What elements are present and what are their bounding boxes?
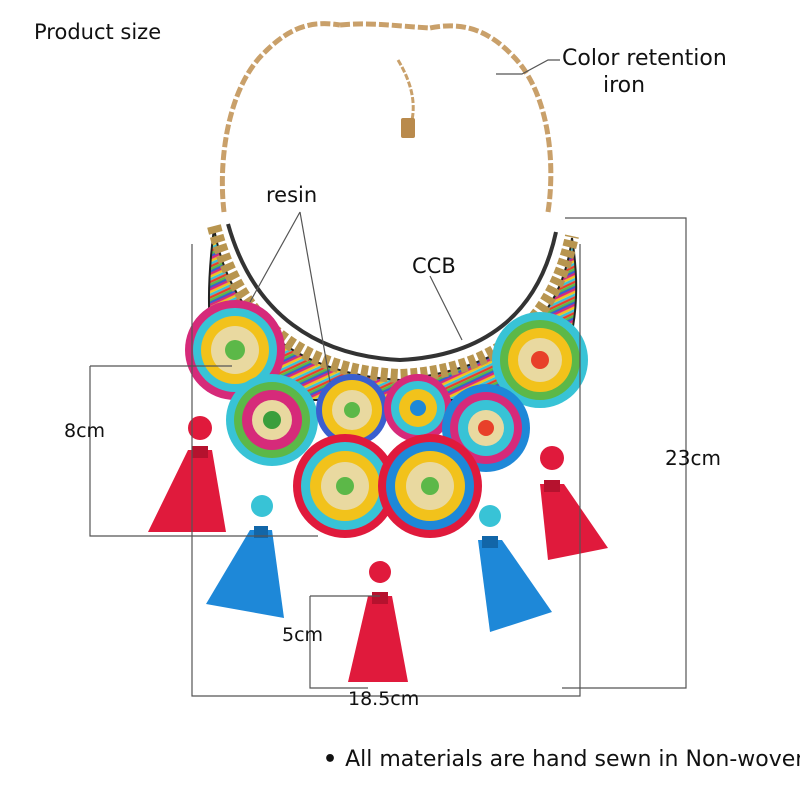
- tassel-blue-left: [206, 495, 284, 618]
- tassel-blue-right: [478, 505, 552, 632]
- tassel-red-center: [348, 561, 408, 682]
- medallion-center-right: [384, 374, 452, 442]
- medallion-top-right: [492, 312, 588, 408]
- materials-note: • All materials are hand sewn in Non-wove…: [323, 747, 800, 772]
- materials-note-text: All materials are hand sewn in Non-woven: [345, 747, 800, 772]
- medallion-top-left: [185, 300, 285, 400]
- metal-collar: [207, 224, 579, 384]
- chain-tag: [401, 118, 415, 138]
- label-color-retention-iron: iron: [603, 73, 646, 98]
- dimension-8cm: 8cm: [64, 420, 106, 442]
- chain: [219, 21, 554, 213]
- tassel-red-right: [540, 446, 608, 560]
- dimension-5cm: 5cm: [282, 624, 324, 646]
- dimension-18-5cm: 18.5cm: [348, 688, 420, 710]
- medallion-bottom-left: [293, 434, 397, 538]
- medallion-center: [316, 374, 388, 446]
- dimension-lines: [89, 59, 687, 697]
- bullet-icon: •: [323, 747, 338, 772]
- dimension-23cm: 23cm: [665, 446, 721, 470]
- medallion-bottom-right: [378, 434, 482, 538]
- label-color-retention: Color retention: [562, 46, 727, 71]
- page-title: Product size: [34, 20, 162, 44]
- label-ccb: CCB: [412, 254, 456, 278]
- label-resin: resin: [266, 183, 318, 207]
- tassel-red-left: [148, 416, 226, 532]
- medallion-mid-left: [226, 374, 318, 466]
